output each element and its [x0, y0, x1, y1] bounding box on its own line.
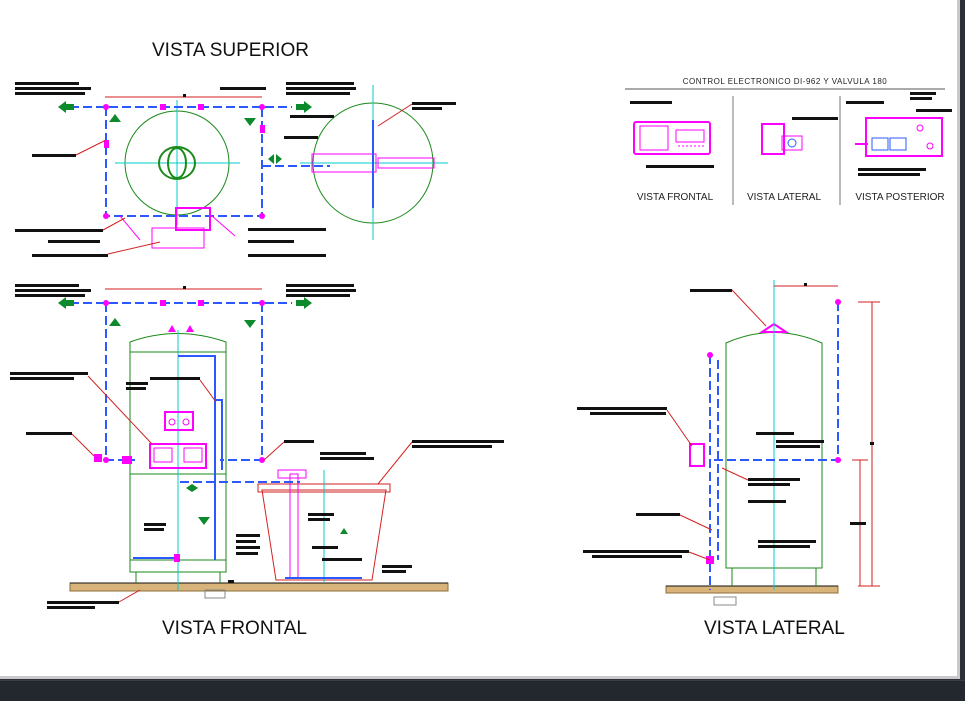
top-view-title: VISTA SUPERIOR [152, 40, 309, 61]
front-view-title: VISTA FRONTAL [162, 618, 307, 639]
control-side-label: VISTA LATERAL [747, 192, 822, 203]
side-view-title: VISTA LATERAL [704, 618, 845, 639]
softener-tank-side [725, 332, 823, 569]
ground-side [665, 585, 839, 594]
control-panel-title: CONTROL ELECTRONICO DI-962 Y VALVULA 180 [683, 77, 888, 86]
control-front-label: VISTA FRONTAL [637, 192, 714, 203]
side-view [577, 280, 880, 606]
controller-front [633, 121, 711, 155]
top-view [15, 82, 456, 257]
pipe-loop-front [70, 302, 300, 483]
softener-tank-front [129, 333, 227, 573]
pipe-loop-top [70, 106, 330, 217]
status-bar [0, 680, 965, 701]
front-view [10, 284, 504, 609]
valve-front [149, 443, 207, 469]
control-rear-label: VISTA POSTERIOR [855, 192, 944, 203]
ground-front [69, 582, 449, 592]
controller-side [761, 123, 785, 155]
control-panel-detail: CONTROL ELECTRONICO DI-962 Y VALVULA 180… [625, 77, 952, 205]
controller-rear [865, 117, 943, 157]
drawing-sheet: VISTA SUPERIOR VISTA FRONTAL VISTA LATER… [0, 0, 960, 679]
cad-drawing: VISTA SUPERIOR VISTA FRONTAL VISTA LATER… [10, 40, 952, 639]
controller-front-view [164, 411, 194, 431]
brine-tank-front [261, 489, 387, 581]
